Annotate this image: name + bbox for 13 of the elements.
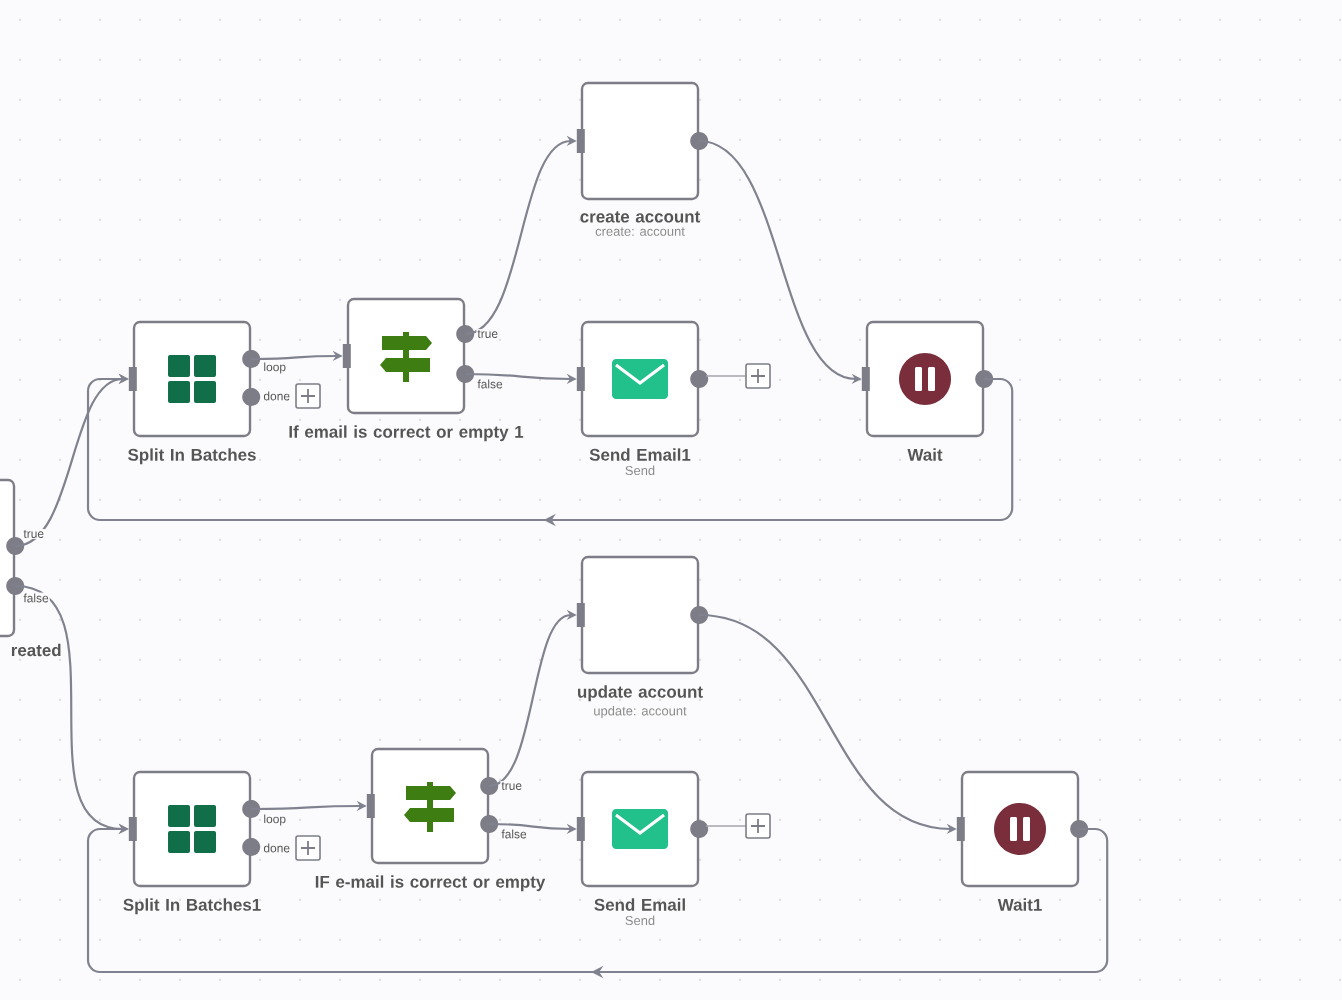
node-title: reated <box>11 643 61 657</box>
connector-arrow <box>86 373 1014 527</box>
node-title: Wait <box>907 448 943 461</box>
node-title: Split In Batches1 <box>123 898 261 915</box>
node-title: Send Email1 <box>589 448 691 461</box>
node-title: update account <box>578 685 703 702</box>
node-title: Split In Batches <box>128 448 256 465</box>
node-title: Wait1 <box>997 898 1042 911</box>
node-title: Send Email <box>594 898 685 911</box>
connector-arrow <box>86 823 1109 979</box>
node-title: IF e-mail is correct or empty <box>315 875 546 892</box>
node-title: create account <box>580 211 701 223</box>
node-title: If email is correct or empty 1 <box>289 425 524 442</box>
